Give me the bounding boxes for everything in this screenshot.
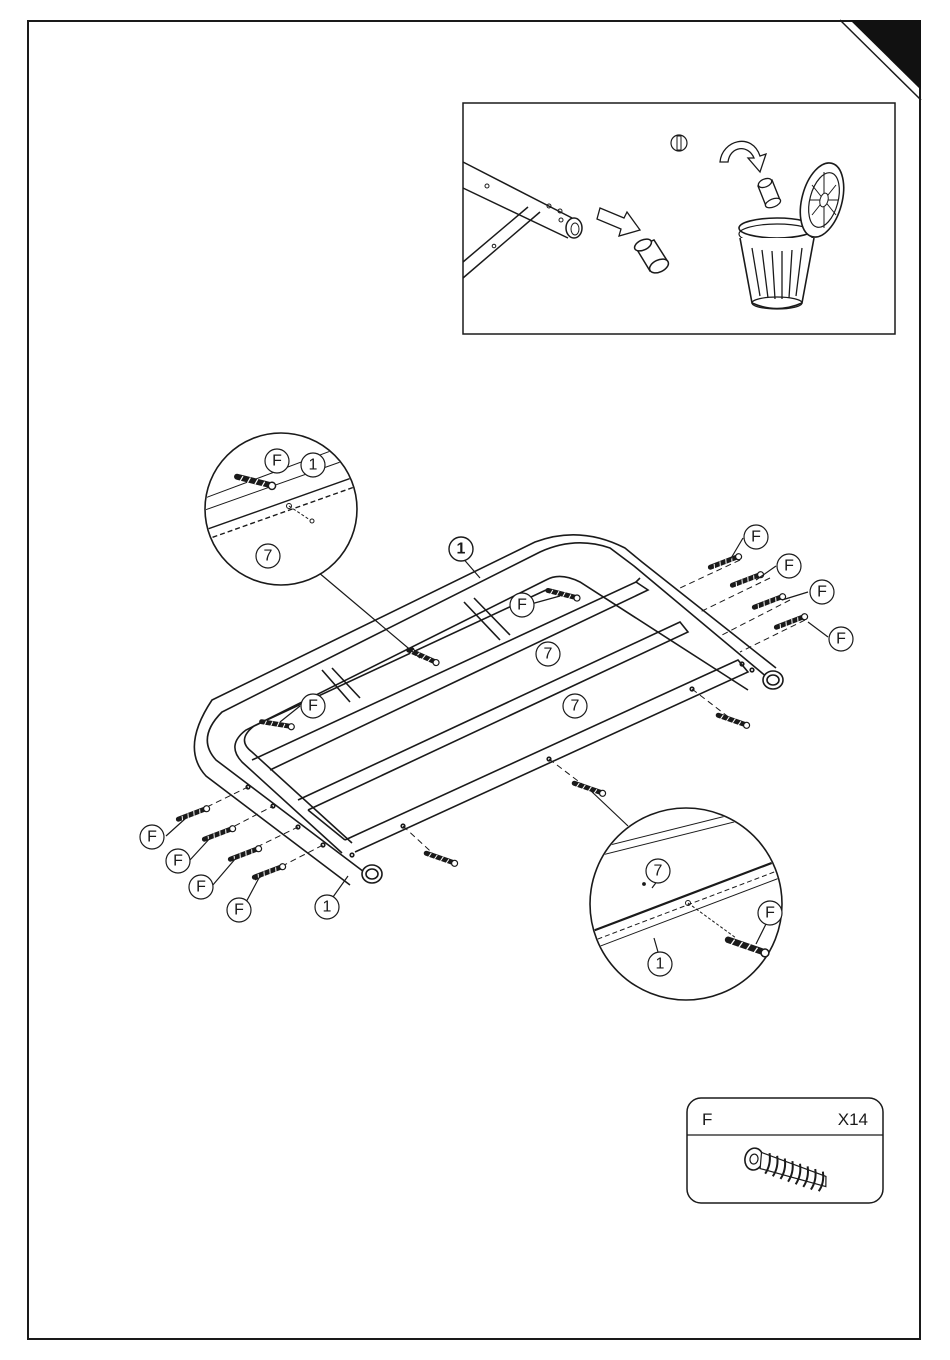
- callout-slat: 7: [256, 544, 280, 568]
- callout-fastener: F: [265, 449, 289, 473]
- parts-box-quantity: X14: [838, 1110, 868, 1129]
- screw-icon: [203, 825, 236, 841]
- svg-text:F: F: [751, 529, 761, 546]
- svg-text:F: F: [784, 558, 794, 575]
- corner-tab-icon: [840, 20, 921, 100]
- screw-icon: [425, 844, 459, 873]
- svg-text:F: F: [173, 853, 183, 870]
- screw-icon: [573, 774, 607, 803]
- callout-frame: 1: [315, 895, 339, 919]
- svg-text:F: F: [234, 902, 244, 919]
- svg-text:7: 7: [654, 863, 663, 880]
- screw-icon: [717, 706, 751, 735]
- small-tag-icon: [671, 135, 687, 151]
- svg-text:1: 1: [323, 899, 332, 916]
- screw-icon: [547, 581, 581, 608]
- svg-text:F: F: [196, 879, 206, 896]
- svg-text:F: F: [517, 597, 527, 614]
- detail-magnifier-bottom: [590, 800, 790, 1000]
- callout-frame: 1: [449, 537, 473, 561]
- screw-icon: [253, 863, 286, 879]
- screw-icon: [731, 571, 764, 587]
- svg-text:F: F: [817, 584, 827, 601]
- svg-text:1: 1: [457, 541, 466, 558]
- svg-text:7: 7: [571, 698, 580, 715]
- callout-slat: 7: [563, 694, 587, 718]
- callout-fastener: F: [166, 849, 190, 873]
- parts-box-letter: F: [702, 1110, 712, 1129]
- svg-text:1: 1: [309, 457, 318, 474]
- callout-slat: 7: [646, 859, 670, 883]
- callout-fastener: F: [189, 875, 213, 899]
- callout-fastener: F: [829, 627, 853, 651]
- svg-text:1: 1: [656, 956, 665, 973]
- callout-fastener: F: [777, 554, 801, 578]
- svg-text:F: F: [147, 829, 157, 846]
- end-cap-inset: [463, 103, 895, 334]
- callout-slat: 7: [536, 642, 560, 666]
- callout-fastener: F: [758, 901, 782, 925]
- callout-fastener: F: [140, 825, 164, 849]
- callout-fastener: F: [301, 694, 325, 718]
- callout-frame: 1: [648, 952, 672, 976]
- callout-fastener: F: [510, 593, 534, 617]
- svg-text:F: F: [308, 698, 318, 715]
- callout-fastener: F: [810, 580, 834, 604]
- parts-box: F X14: [687, 1098, 883, 1203]
- screw-icon: [177, 805, 210, 821]
- svg-text:F: F: [765, 905, 775, 922]
- svg-text:7: 7: [544, 646, 553, 663]
- svg-text:F: F: [272, 453, 282, 470]
- callout-fastener: F: [227, 898, 251, 922]
- screw-icon: [753, 593, 786, 609]
- callout-fastener: F: [744, 525, 768, 549]
- callout-frame: 1: [301, 453, 325, 477]
- svg-text:7: 7: [264, 548, 273, 565]
- screw-icon: [229, 845, 262, 861]
- svg-text:F: F: [836, 631, 846, 648]
